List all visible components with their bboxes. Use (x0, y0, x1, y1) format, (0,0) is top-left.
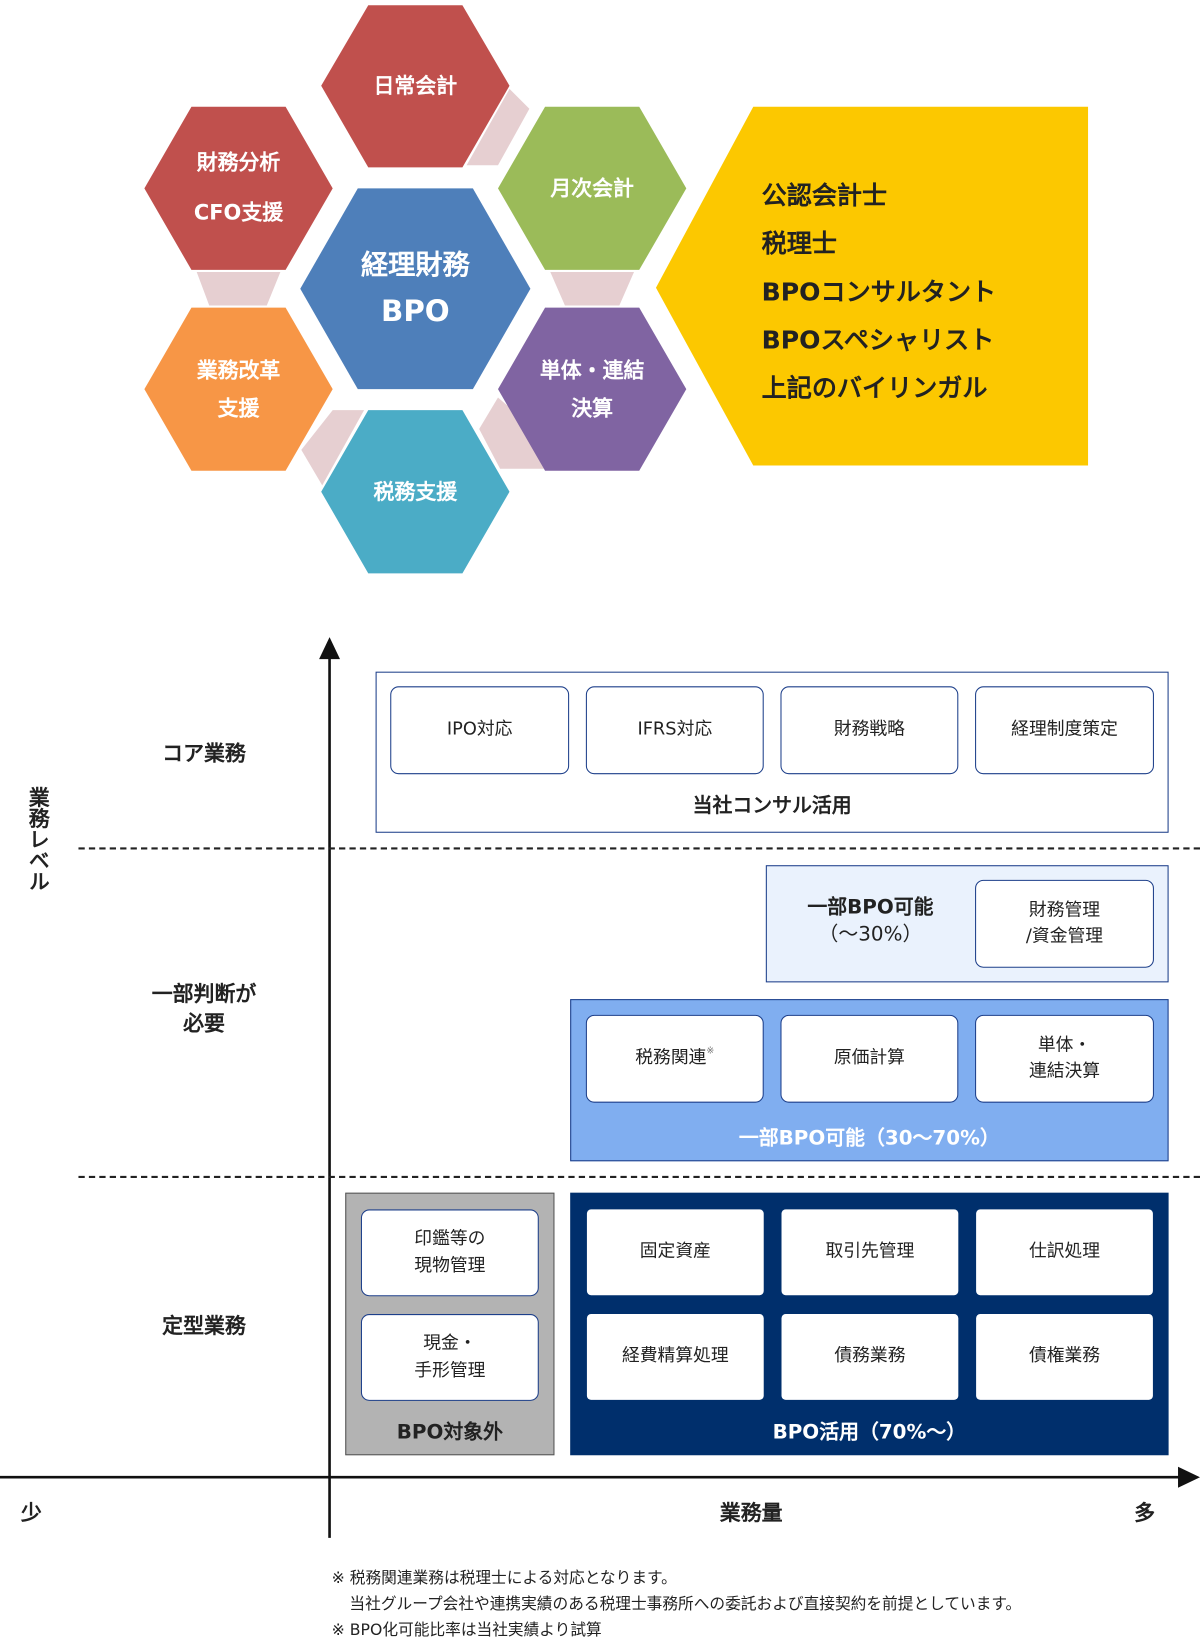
hex-daily-accounting (321, 5, 510, 168)
row-label-judgement: 一部判断が 必要 (151, 981, 257, 1036)
hex-label: 支援 (218, 396, 261, 420)
x-axis-low: 少 (20, 1500, 42, 1526)
expert-item: 上記のバイリンガル (762, 374, 988, 403)
partial30-label: 一部BPO可能 （～30%） (776, 895, 964, 949)
hex-label: CFO支援 (194, 201, 284, 225)
core-item: IPO対応 (390, 686, 570, 775)
hex-label: BPO (381, 294, 450, 328)
bpo-use-item: 取引先管理 (781, 1209, 959, 1296)
bpo-use-item: 経費精算処理 (586, 1314, 764, 1400)
partial30-label-line2: （～30%） (818, 922, 923, 946)
row-label-core: コア業務 (162, 740, 246, 766)
connector (550, 272, 634, 306)
hex-label: 単体・連結 (540, 359, 645, 383)
partial30-label-line1: 一部BPO可能 (807, 895, 934, 919)
hex-label: 日常会計 (374, 74, 458, 98)
x-axis-high: 多 (1134, 1500, 1156, 1526)
level-divider (78, 847, 1200, 850)
partial70-item: 税務関連※ (585, 1014, 764, 1103)
expert-item: BPOスペシャリスト (762, 325, 995, 354)
out-of-scope-label: BPO対象外 (396, 1420, 503, 1444)
service-hexagon-diagram: 日常会計 財務分析 CFO支援 月次会計 経理財務 BPO 業務改革 支援 単体… (144, 5, 1089, 574)
partial70-item: 単体・ 連結決算 (975, 1014, 1154, 1103)
connectors (196, 88, 634, 486)
footnote: ※ BPO化可能比率は当社実績より試算 (331, 1620, 602, 1640)
bpo-use-item: 債権業務 (976, 1314, 1153, 1400)
hex-label: 税務支援 (374, 480, 459, 504)
partial70-label: 一部BPO可能（30～70%） (738, 1126, 1000, 1150)
connector (301, 410, 365, 486)
x-axis-label: 業務量 (719, 1500, 783, 1526)
hex-label: 経理財務 (361, 249, 471, 281)
bpo-use-item: 固定資産 (586, 1209, 764, 1296)
level-divider (78, 1175, 1200, 1179)
footnote-mark: ※ (706, 1046, 715, 1057)
hex-monthly-accounting (497, 106, 687, 270)
expert-item: 公認会計士 (762, 181, 887, 210)
y-axis-arrow (319, 637, 341, 660)
footnote: 当社グループ会社や連携実績のある税理士事務所への委託および直接契約を前提としてい… (349, 1594, 1022, 1614)
bpo-use-label: BPO活用（70%～） (772, 1420, 967, 1444)
hex-label: 月次会計 (549, 177, 634, 201)
experts-panel (655, 106, 1089, 466)
bpo-use-item: 債務業務 (781, 1314, 959, 1400)
matrix-axes (0, 637, 1200, 1538)
connector (479, 397, 545, 469)
hex-financial-analysis (144, 106, 333, 270)
y-axis-label: 業務レベル (25, 786, 51, 892)
hex-business-reform (144, 307, 333, 471)
hex-consolidated (497, 307, 687, 471)
expert-item: 税理士 (762, 229, 837, 258)
partial30-item: 財務管理 /資金管理 (975, 879, 1154, 968)
x-axis-arrow (1178, 1466, 1200, 1488)
hex-center-bpo (300, 188, 531, 390)
hex-label: 業務改革 (197, 359, 281, 383)
out-of-scope-item: 現金・ 手形管理 (360, 1314, 539, 1401)
core-item: IFRS対応 (585, 686, 764, 775)
hex-label: 決算 (571, 396, 613, 420)
connector (466, 88, 530, 166)
core-item: 経理制度策定 (975, 686, 1154, 775)
item-text: 税務関連 (635, 1047, 707, 1069)
core-item: 財務戦略 (780, 686, 959, 775)
hex-label: 財務分析 (197, 150, 281, 174)
core-group-label: 当社コンサル活用 (692, 794, 852, 818)
out-of-scope-item: 印鑑等の 現物管理 (360, 1209, 539, 1297)
row-label-routine: 定型業務 (162, 1312, 246, 1339)
connector (196, 272, 281, 306)
footnote: ※ 税務関連業務は税理士による対応となります。 (331, 1568, 677, 1588)
expert-item: BPOコンサルタント (762, 277, 997, 306)
partial70-item: 原価計算 (780, 1014, 959, 1103)
hex-tax-support (321, 410, 510, 574)
bpo-use-item: 仕訳処理 (976, 1209, 1153, 1296)
